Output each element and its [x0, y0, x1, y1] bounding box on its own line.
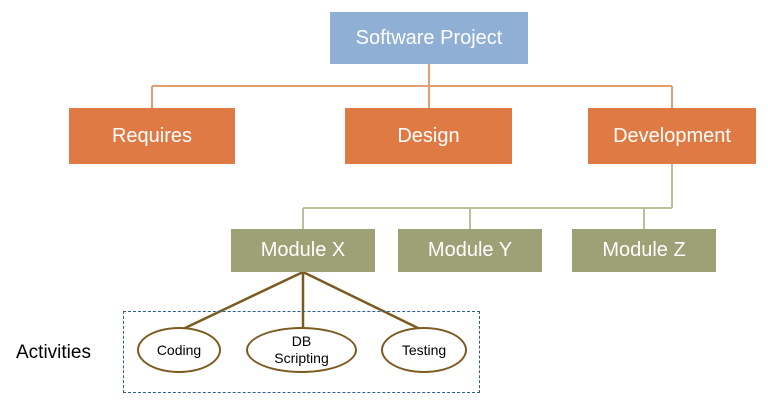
node-label: Software Project	[355, 26, 503, 49]
activity-label: Coding	[156, 341, 202, 358]
node-module-x: Module X	[231, 229, 375, 272]
activities-label: Activities	[16, 342, 91, 363]
connector-to-testing	[302, 270, 421, 331]
activity-coding: Coding	[137, 327, 221, 373]
node-label: Design	[397, 124, 460, 147]
activity-label: DB Scripting	[274, 333, 329, 366]
node-label: Module Y	[427, 239, 513, 261]
activity-db-scripting: DB Scripting	[246, 327, 357, 373]
activity-testing: Testing	[381, 327, 467, 373]
node-label: Requires	[111, 124, 193, 147]
node-label: Module X	[260, 239, 346, 261]
activity-label: Testing	[401, 341, 447, 358]
node-software-project: Software Project	[330, 12, 528, 64]
node-module-y: Module Y	[398, 229, 542, 272]
activities-group-frame	[123, 311, 480, 393]
connector-to-coding	[182, 270, 304, 331]
node-label: Module Z	[602, 239, 686, 261]
node-label: Development	[613, 124, 731, 147]
node-module-z: Module Z	[572, 229, 716, 272]
node-design: Design	[345, 108, 512, 164]
node-development: Development	[588, 108, 756, 164]
node-requires: Requires	[69, 108, 235, 164]
